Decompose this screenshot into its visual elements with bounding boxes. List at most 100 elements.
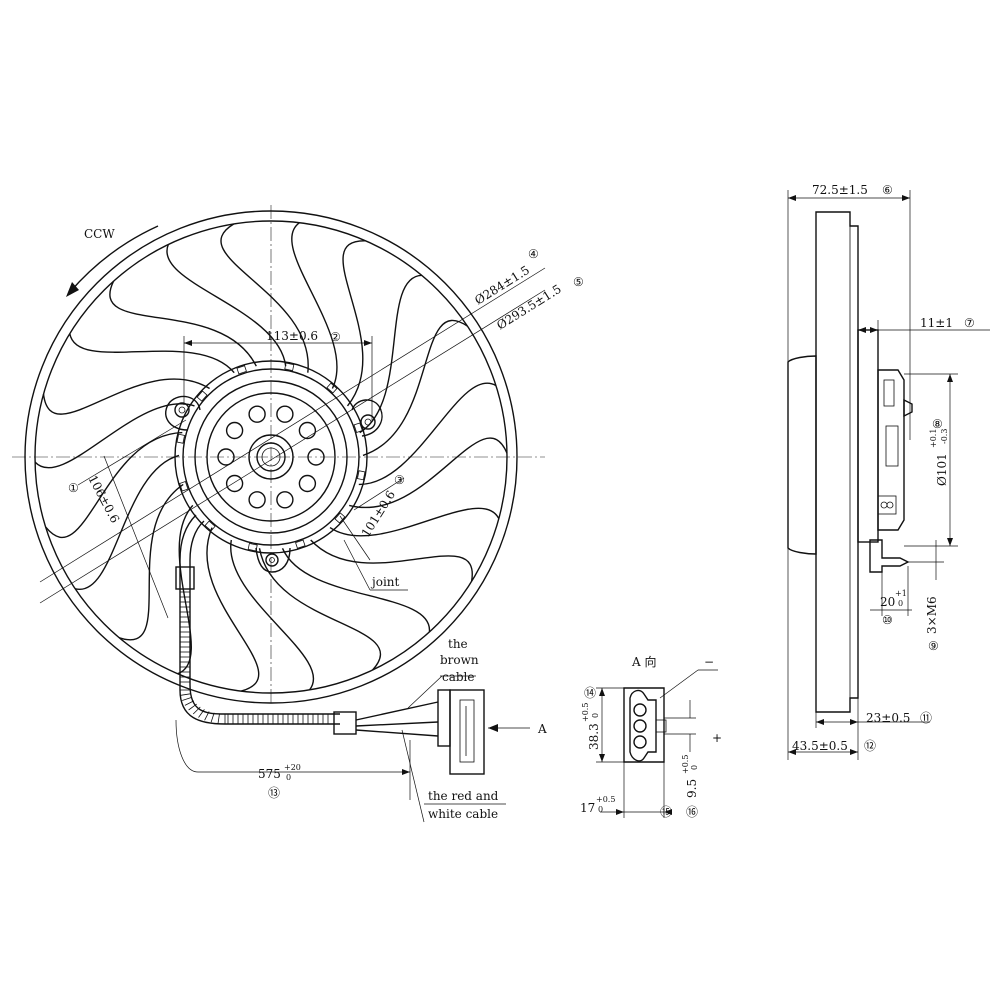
connector-view: A 向 − + 38.3 +0.5 0 ⑭ 17 +0.5 0 ⑮ 9.: [580, 654, 722, 819]
pilot-dia-tol-dn: -0.3: [940, 429, 949, 444]
cooling-holes: [217, 405, 325, 509]
pin-3: [633, 735, 647, 749]
conduit-rib: [188, 703, 197, 711]
cable-length-tol-dn: 0: [286, 773, 291, 782]
fan-blade: [109, 244, 287, 367]
motor-housing: [174, 360, 368, 554]
cooling-hole: [248, 491, 266, 509]
view-a-marker: A: [537, 722, 547, 736]
connector-height-ref: ⑭: [584, 686, 596, 700]
bolt-span-label: 113±0.6: [266, 329, 318, 343]
housing-clips: [176, 362, 366, 552]
cooling-hole: [225, 421, 244, 440]
offset-23-label: 23±0.5: [866, 711, 910, 725]
stud-top: [903, 398, 913, 418]
cooling-hole: [248, 405, 266, 423]
fan-blade: [230, 539, 382, 691]
housing-clip: [295, 539, 306, 549]
conduit-rib: [210, 712, 215, 723]
dimension-575: 575 +20 0 ⑬: [175, 719, 411, 800]
connector-height-tol-up: +0.5: [581, 703, 590, 722]
stud-20-tol-dn: 0: [898, 599, 903, 608]
conduit-rib: [182, 697, 192, 701]
cooling-hole: [298, 474, 317, 493]
red-white-line-1: the red and: [428, 789, 499, 803]
offset-43-ref: ⑫: [864, 739, 876, 753]
ccw-rotation-arc: [69, 225, 159, 293]
ref-1: ①: [68, 481, 79, 495]
connector-pitch-tol-up: +0.5: [681, 755, 690, 774]
cooling-hole: [307, 448, 325, 466]
stud-20-ref: ⑩: [882, 613, 893, 627]
flange-11-label: 11±1: [920, 316, 953, 330]
brown-cable-line-2: brown: [440, 653, 479, 667]
pilot-dia-tol-up: +0.1: [929, 429, 938, 448]
cooling-hole: [298, 421, 317, 440]
flange-tab-top: [883, 379, 895, 407]
connector-cavity: [629, 689, 657, 762]
fan-blade: [34, 403, 195, 538]
housing-clip: [196, 390, 208, 402]
ccw-arrow-head: [66, 282, 79, 297]
offset-23-ref: ⑪: [920, 711, 932, 725]
housing-clip: [356, 470, 366, 481]
mounting-ear-left: [165, 395, 201, 431]
connector-height-value: 38.3: [587, 723, 601, 750]
cable-sleeve-end: [333, 711, 357, 735]
connector-height-tol-dn: 0: [591, 713, 600, 718]
front-view: CCW: [12, 205, 584, 823]
fan-blade: [358, 319, 497, 486]
flange-tab-mid: [885, 425, 899, 467]
mounting-ear-bottom: [255, 547, 291, 573]
connector-pitch-tol-dn: 0: [690, 765, 699, 770]
joint-callout: joint: [343, 539, 408, 591]
stud-20-tol-up: +1: [895, 589, 907, 598]
bolt-span-ref: ②: [330, 330, 341, 344]
diameter-284-ref: ④: [528, 247, 539, 261]
connector-width-tol-dn: 0: [598, 805, 603, 814]
connector-pitch-ref: ⑯: [686, 805, 698, 819]
cooling-hole: [225, 474, 244, 493]
connector-pitch-value: 9.5: [685, 779, 699, 798]
thread-ref: ⑨: [928, 639, 939, 653]
mounting-flange: [857, 329, 879, 543]
diameter-293-ref: ⑤: [573, 275, 584, 289]
pilot-dia-ref: ⑧: [932, 417, 943, 431]
conduit-rib: [217, 713, 220, 724]
fan-blade: [281, 539, 473, 633]
dimension-101: 101±0.6 ③: [339, 473, 405, 561]
conduit-rib: [192, 706, 201, 715]
motor-face: [194, 380, 348, 534]
housing-clip: [176, 433, 186, 444]
cable-grommet: [175, 566, 195, 590]
radius-106-label: 106±0.6: [85, 473, 122, 526]
stud-20-value: 20: [880, 595, 895, 609]
housing-clip: [326, 382, 338, 394]
cable-length-ref: ⑬: [268, 786, 280, 800]
connector-width-ref: ⑮: [660, 805, 672, 819]
cooling-hole: [276, 491, 294, 509]
fan-blade: [42, 333, 235, 415]
thread-label: 3×M6: [925, 596, 939, 634]
flange-tab-bottom: [877, 495, 897, 515]
brown-cable-callout: the brown cable: [407, 637, 479, 709]
fan-blade: [177, 504, 260, 692]
pin-1: [633, 703, 647, 717]
motor-housing-inner: [182, 368, 360, 546]
joint-label: joint: [370, 575, 400, 589]
dimension-113: 113±0.6 ②: [183, 329, 373, 422]
hub-101-ref: ③: [394, 473, 405, 487]
cooling-hole: [217, 448, 235, 466]
housing-clip: [334, 512, 346, 524]
plug-body: [449, 689, 485, 775]
housing-clip: [179, 481, 189, 492]
corrugated-conduit: [180, 591, 329, 724]
connector-minus-label: −: [704, 655, 714, 669]
cable-length-value: 575: [258, 767, 281, 781]
connector-width-tol-up: +0.5: [596, 795, 615, 804]
shaft-boss: [248, 434, 294, 480]
shaft-center: [256, 442, 286, 472]
conduit-rib: [204, 711, 210, 721]
